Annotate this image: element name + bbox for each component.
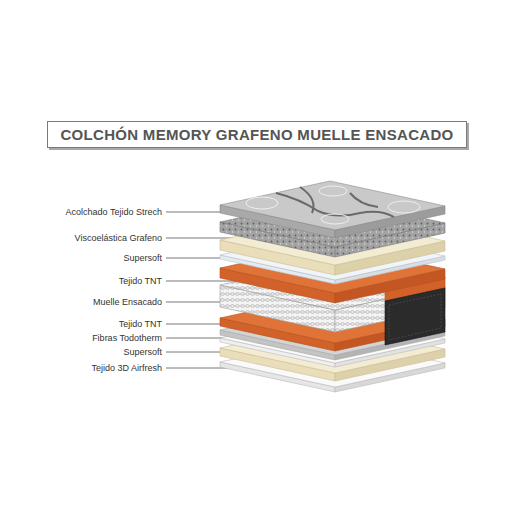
layer-label: Tejido TNT (119, 319, 162, 330)
layer-label: Acolchado Tejido Strech (66, 207, 162, 218)
diagram-title: COLCHÓN MEMORY GRAFENO MUELLE ENSACADO (60, 126, 453, 143)
layer-label: Viscoelástica Grafeno (75, 233, 162, 244)
layer-label: Fibras Todotherm (92, 333, 162, 344)
layer-label: Muelle Ensacado (93, 297, 162, 308)
title-box: COLCHÓN MEMORY GRAFENO MUELLE ENSACADO (47, 121, 467, 148)
layer-label: Tejido TNT (119, 276, 162, 287)
layer-label: Supersoft (123, 253, 162, 264)
layer-label: Tejido 3D Airfresh (91, 363, 162, 374)
layer-label: Supersoft (123, 347, 162, 358)
